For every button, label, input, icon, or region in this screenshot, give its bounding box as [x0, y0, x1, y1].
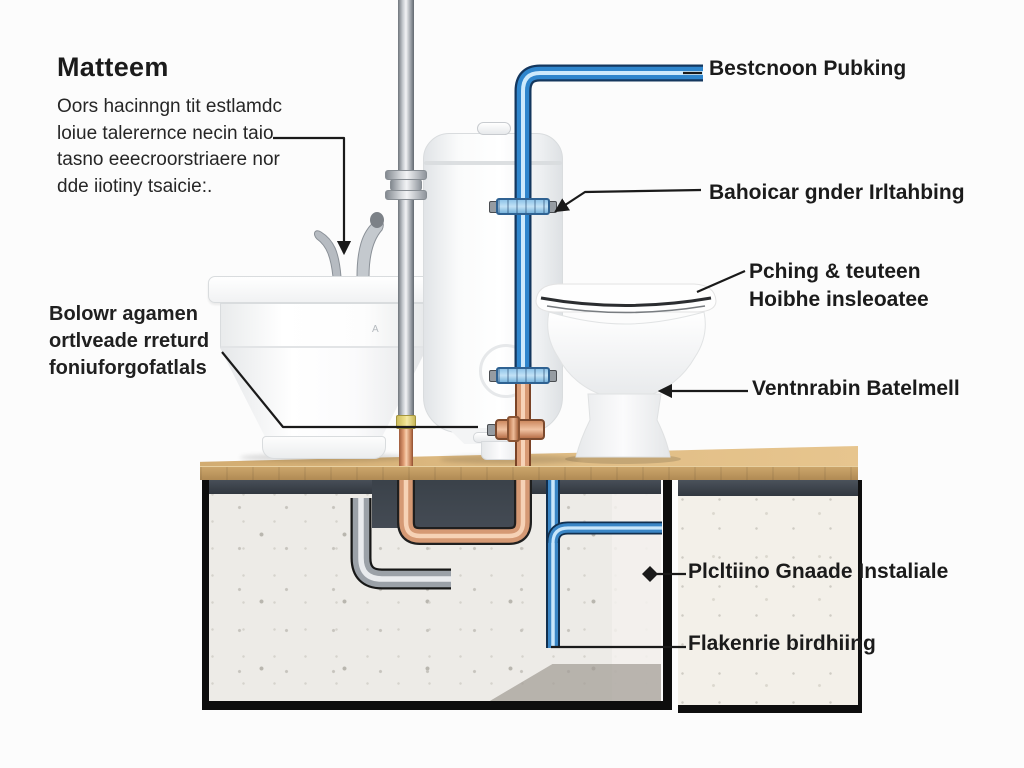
subfloor-band-right — [678, 480, 858, 496]
copper-clamp-ring — [507, 416, 520, 442]
callout-line: Pching & teuteen — [749, 260, 921, 283]
description-line: loiue talerernce necin taio — [57, 122, 274, 144]
pipe-marker-band — [396, 415, 416, 429]
cistern-flush-button — [477, 122, 511, 135]
copper-riser — [399, 428, 413, 468]
diagram-title: Matteem — [57, 52, 169, 82]
basin-body — [220, 303, 427, 348]
countertop-edge — [200, 466, 858, 480]
basin-logo: A — [372, 324, 379, 335]
description-line: Oors hacinngn tit estlamdc — [57, 96, 282, 117]
callout-underfloor-pipe: Flakenrie birdhiing — [688, 632, 876, 655]
vent-coupling-flange — [385, 190, 427, 200]
vent-pipe — [398, 0, 414, 418]
copper-compression-clamp — [495, 419, 545, 440]
cistern-lid-seam — [424, 161, 562, 165]
description-line: dde iiotiny tsaicie:. — [57, 175, 213, 197]
section-frame — [202, 476, 672, 710]
callout-basin: Bolowr agamen ortlveade rreturd foniufor… — [49, 301, 209, 382]
callout-toilet-base: Ventnrabin Batelmell — [752, 377, 960, 400]
callout-line: foniuforgofatlals — [49, 357, 207, 379]
concrete-section-right — [678, 480, 862, 713]
supply-clamp-upper — [496, 198, 550, 215]
callout-cistern: Bahoicar gnder Irltahbing — [709, 181, 965, 204]
callout-line: Bolowr agamen — [49, 303, 198, 325]
callout-toilet-seat: Pching & teuteen Hoibhe insleoatee — [749, 258, 929, 314]
description-line: tasno eeecroorstriaere nor — [57, 149, 280, 170]
callout-underfloor-grade: Plcltiino Gnaade Instaliale — [688, 560, 949, 583]
cistern-outlet — [481, 441, 519, 460]
callout-line: ortlveade rreturd — [49, 330, 210, 352]
callout-line: Hoibhe insleoatee — [749, 288, 929, 311]
basin-base — [262, 436, 386, 459]
supply-clamp-lower — [496, 367, 550, 384]
diagram-description: Oors hacinngn tit estlamdc loiue talerer… — [57, 94, 282, 200]
callout-top-right: Bestcnoon Pubking — [709, 57, 907, 80]
